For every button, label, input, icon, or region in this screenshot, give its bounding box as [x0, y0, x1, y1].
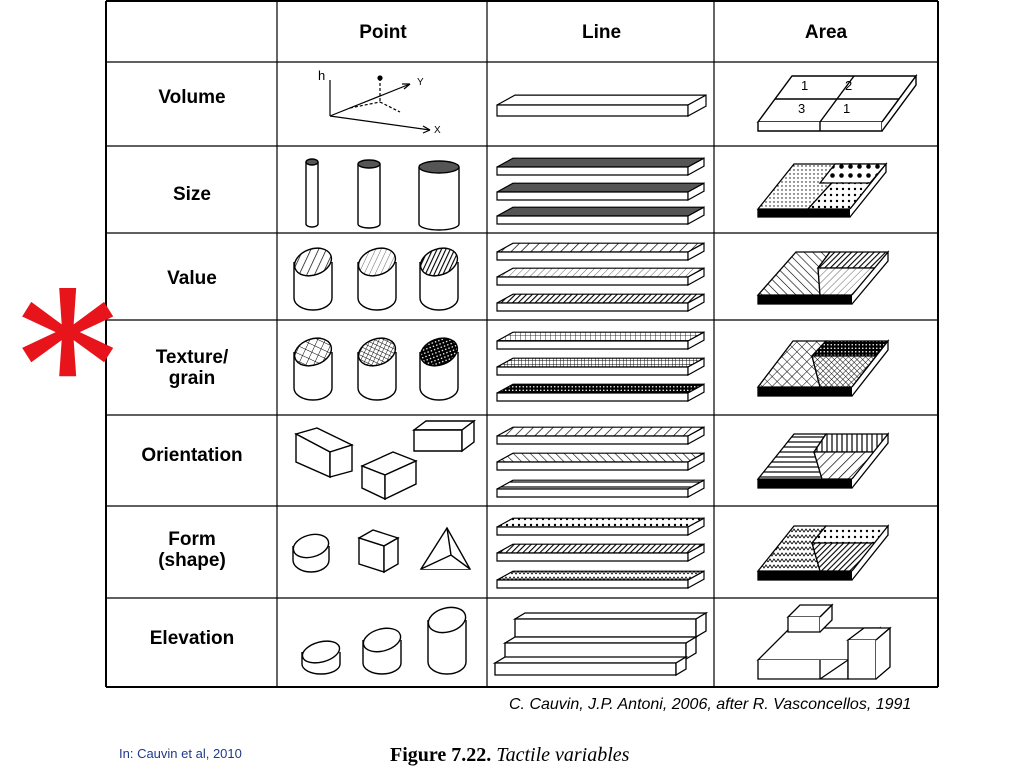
area-number: 3 [798, 101, 805, 116]
elevation-step [512, 611, 709, 639]
area-volume-blocks [756, 73, 918, 132]
area-texture-block [756, 339, 890, 397]
line-slab [496, 452, 705, 472]
column-header-point: Point [359, 22, 407, 43]
point-size-cylinders [305, 158, 460, 231]
row-label-value: Value [167, 268, 217, 289]
area-number: 1 [843, 101, 850, 116]
line-slab [496, 157, 705, 177]
row-label-size: Size [172, 184, 212, 205]
point-texture-ellipsoids [293, 337, 459, 401]
point-volume-axes [329, 75, 431, 134]
line-slab [496, 242, 705, 262]
line-slab [496, 206, 705, 226]
line-slab [496, 426, 705, 446]
line-slab [496, 383, 705, 403]
row-label-elevation: Elevation [149, 628, 235, 649]
line-slab [496, 94, 707, 118]
table-grid [105, 0, 939, 688]
column-header-area: Area [804, 22, 848, 43]
line-slab [496, 293, 705, 313]
area-orientation-block [756, 432, 890, 489]
area-number: 1 [801, 78, 808, 93]
line-slab [496, 357, 705, 377]
figure-number: Figure 7.22. [390, 744, 492, 766]
line-slab [496, 479, 705, 499]
line-slab [496, 570, 705, 590]
line-slab [496, 267, 705, 287]
line-slab [496, 331, 705, 351]
axis-y-label: Y [417, 77, 424, 88]
axis-x-label: X [434, 125, 441, 136]
point-elevation-cylinders [301, 606, 467, 675]
axis-h-label: h [318, 68, 325, 83]
elevation-step [492, 655, 689, 677]
line-slab [496, 517, 705, 537]
figure-caption: Figure 7.22. Tactile variables [390, 744, 629, 767]
point-value-ellipsoids [293, 247, 459, 311]
row-label-texture: Texture/ grain [155, 347, 229, 389]
elevation-step [502, 635, 699, 661]
figure-credit: C. Cauvin, J.P. Antoni, 2006, after R. V… [509, 696, 912, 713]
line-slab [496, 182, 705, 202]
row-label-form: Form (shape) [158, 529, 226, 571]
column-header-line: Line [581, 22, 622, 43]
line-slabs [492, 94, 709, 677]
area-form-block [756, 524, 890, 581]
area-size-block [756, 162, 888, 218]
figure-title: Tactile variables [496, 744, 630, 766]
area-value-block [756, 250, 890, 305]
area-number: 2 [845, 78, 852, 93]
point-orientation-boxes [294, 419, 477, 501]
row-label-orientation: Orientation [141, 445, 243, 466]
source-citation: In: Cauvin et al, 2010 [119, 746, 242, 761]
red-asterisk-marker: * [18, 251, 118, 474]
area-elevation-blocks [756, 603, 892, 680]
line-slab [496, 543, 705, 563]
row-label-volume: Volume [158, 87, 226, 108]
point-form-shapes [292, 526, 472, 574]
